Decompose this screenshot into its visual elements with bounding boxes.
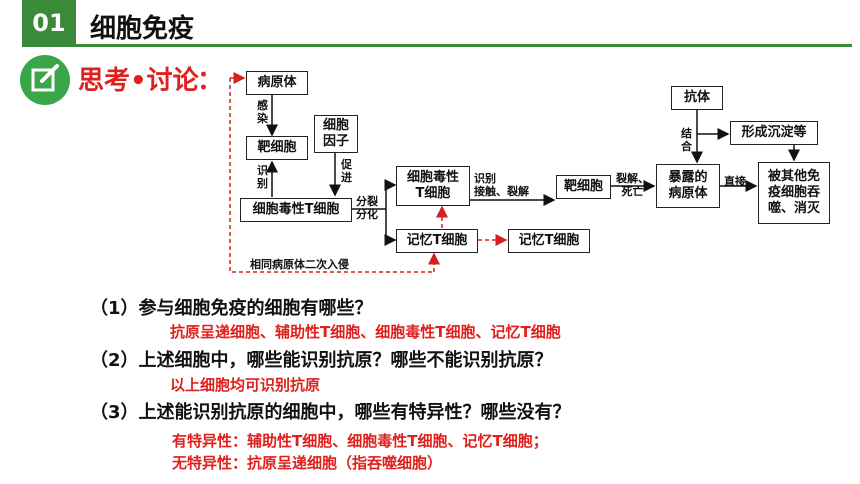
answer-2: 以上细胞均可识别抗原 bbox=[170, 376, 321, 394]
question-3: （3）上述能识别抗原的细胞中，哪些有特异性？哪些没有？ bbox=[90, 402, 571, 423]
engulfed-box: 被其他免 疫细胞吞 噬、消灭 bbox=[758, 162, 830, 224]
think-colon: ： bbox=[197, 66, 224, 96]
infect-label: 感 染 bbox=[257, 99, 268, 125]
target-cell-box: 靶细胞 bbox=[246, 136, 308, 160]
answer-3b: 无特异性：抗原呈递细胞（指吞噬细胞） bbox=[172, 454, 443, 472]
section-number-badge: 01 bbox=[22, 0, 76, 46]
promote-label: 促 进 bbox=[341, 158, 352, 184]
section-title: 细胞免疫 bbox=[90, 14, 195, 44]
answer-3a: 有特异性：辅助性T细胞、细胞毒性T细胞、记忆T细胞； bbox=[172, 432, 548, 450]
cytotoxic-t-cell-box-mid: 细胞毒性 T细胞 bbox=[396, 166, 470, 206]
divide-differentiate-label: 分裂 分化 bbox=[356, 195, 378, 221]
direct-label: 直接 bbox=[724, 175, 746, 188]
target-cell-box-right: 靶细胞 bbox=[556, 175, 611, 199]
combine-label: 结 合 bbox=[681, 127, 692, 153]
lysis-death-label: 裂解、 死亡 bbox=[616, 172, 649, 198]
question-2: （2）上述细胞中，哪些能识别抗原？哪些不能识别抗原？ bbox=[90, 350, 553, 371]
think-discuss-label: 思考•讨论 bbox=[78, 66, 199, 96]
precipitate-box: 形成沉淀等 bbox=[730, 121, 818, 145]
second-invasion-label: 相同病原体二次入侵 bbox=[250, 258, 349, 271]
cytotoxic-t-cell-box-left: 细胞毒性T细胞 bbox=[240, 198, 352, 222]
edit-icon bbox=[20, 55, 70, 105]
memory-t-cell-box-1: 记忆T细胞 bbox=[396, 229, 478, 253]
answer-1: 抗原呈递细胞、辅助性T细胞、细胞毒性T细胞、记忆T细胞 bbox=[170, 323, 561, 341]
cytokine-box: 细胞 因子 bbox=[314, 115, 358, 153]
question-1: （1）参与细胞免疫的细胞有哪些？ bbox=[90, 298, 373, 319]
pathogen-box: 病原体 bbox=[246, 71, 308, 95]
recognize-contact-label: 识别 接触、裂解 bbox=[474, 172, 529, 198]
exposed-pathogen-box: 暴露的 病原体 bbox=[656, 164, 720, 208]
title-divider bbox=[22, 44, 852, 47]
antibody-box: 抗体 bbox=[671, 86, 723, 110]
recognize-label-left: 识 别 bbox=[257, 164, 268, 190]
memory-t-cell-box-2: 记忆T细胞 bbox=[508, 229, 590, 253]
